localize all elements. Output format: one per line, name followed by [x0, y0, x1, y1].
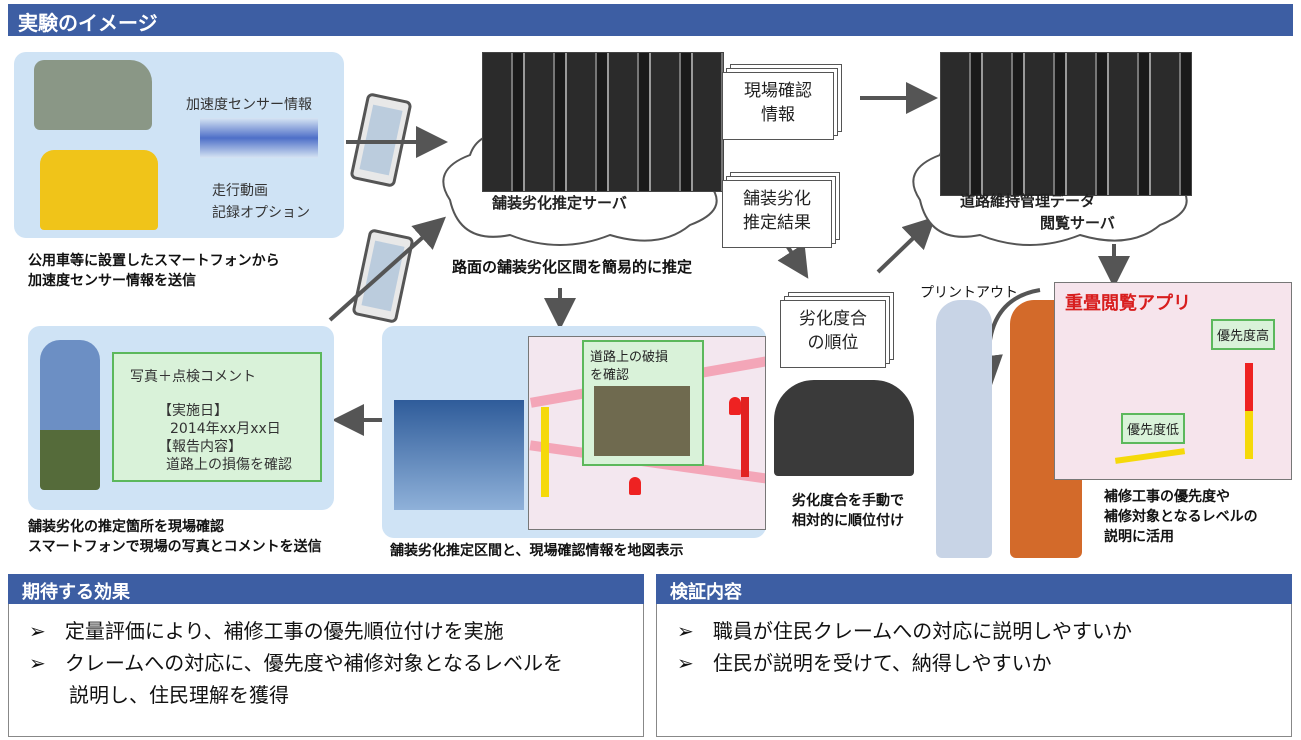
vehicle-caption-1: 公用車等に設置したスマートフォンから — [28, 253, 280, 269]
priority-high-segment — [1245, 363, 1253, 459]
app-title: 重畳閲覧アプリ — [1065, 293, 1191, 314]
overlay-app-screen: 重畳閲覧アプリ 優先度高 優先度低 — [1054, 282, 1292, 480]
accel-signal-image — [200, 118, 318, 158]
inspector-image — [40, 340, 100, 490]
inspection-card: 写真＋点検コメント 【実施日】 2014年xx月xx日 【報告内容】 道路上の損… — [112, 352, 322, 482]
verification-title: 検証内容 — [670, 582, 742, 603]
usage-caption-1: 補修工事の優先度や — [1104, 489, 1230, 505]
server-right-label-1: 道路維持管理データ — [960, 192, 1096, 210]
doc-estimate-line1: 舗装劣化 — [743, 189, 811, 209]
map-segment-red — [741, 397, 749, 477]
priority-low-badge: 優先度低 — [1121, 413, 1191, 444]
staff-image — [936, 300, 992, 558]
map-pin-icon — [629, 477, 641, 495]
server-rack-left — [482, 52, 724, 192]
doc-site-info-line2: 情報 — [761, 105, 795, 125]
inspection-card-title: 写真＋点検コメント — [130, 369, 256, 385]
priority-high-badge: 優先度高 — [1211, 319, 1281, 350]
van-image — [34, 60, 152, 130]
accel-label: 加速度センサー情報 — [186, 97, 312, 113]
effects-item-text: クレームへの対応に、優先度や補修対象となるレベルを — [64, 651, 564, 675]
doc-estimate-line2: 推定結果 — [743, 213, 811, 233]
effects-title: 期待する効果 — [22, 582, 130, 603]
inspection-report-label: 【報告内容】 — [158, 439, 242, 455]
doc-rank-line2: の順位 — [807, 333, 859, 353]
verification-box: ➢ 職員が住民クレームへの対応に説明しやすいか ➢ 住民が説明を受けて、納得しや… — [656, 604, 1292, 737]
effects-header: 期待する効果 — [8, 574, 644, 604]
video-label-2: 記録オプション — [212, 205, 310, 221]
server-right-label-2: 閲覧サーバ — [1040, 214, 1115, 232]
effects-box: ➢ 定量評価により、補修工事の優先順位付けを実施 ➢ クレームへの対応に、優先度… — [8, 604, 644, 737]
map-pin-icon — [729, 397, 741, 415]
inspection-report-value: 道路上の損傷を確認 — [166, 457, 292, 473]
map-callout-line2: を確認 — [590, 368, 630, 383]
priority-high-label: 優先度高 — [1211, 319, 1276, 350]
damage-photo — [594, 386, 690, 456]
usage-caption-3: 説明に活用 — [1104, 529, 1174, 545]
page-title: 実験のイメージ — [18, 11, 158, 35]
inspection-date-label: 【実施日】 — [158, 403, 228, 419]
server-left-label: 舗装劣化推定サーバ — [492, 194, 627, 212]
inspection-caption-1: 舗装劣化の推定箇所を現場確認 — [28, 519, 224, 535]
map-callout: 道路上の破損 を確認 — [582, 340, 704, 466]
operator-caption-1: 劣化度合を手動で — [792, 493, 904, 509]
doc-rank: 劣化度合 の順位 — [780, 300, 886, 368]
verification-item: ➢ 住民が説明を受けて、納得しやすいか — [677, 651, 1052, 675]
doc-site-info-line1: 現場確認 — [744, 81, 812, 101]
doc-estimate: 舗装劣化 推定結果 — [722, 180, 832, 248]
priority-low-segment — [1114, 448, 1186, 464]
map-caption: 舗装劣化推定区間と、現場確認情報を地図表示 — [390, 543, 684, 559]
effects-item: ➢ 定量評価により、補修工事の優先順位付けを実施 — [29, 619, 504, 643]
header-bar: 実験のイメージ — [8, 4, 1293, 36]
arrow-phone-to-server — [328, 216, 446, 322]
server-rack-right — [940, 52, 1192, 196]
inspection-date-value: 2014年xx月xx日 — [170, 421, 281, 437]
operator-image — [774, 380, 914, 476]
verification-item-text: 職員が住民クレームへの対応に説明しやすいか — [712, 619, 1133, 643]
office-image — [394, 400, 524, 510]
map-segment-yellow — [541, 407, 549, 497]
effects-item: ➢ クレームへの対応に、優先度や補修対象となるレベルを — [29, 651, 564, 675]
effects-item-text: 定量評価により、補修工事の優先順位付けを実施 — [64, 619, 504, 643]
video-label-1: 走行動画 — [212, 183, 268, 199]
doc-rank-line1: 劣化度合 — [799, 309, 867, 329]
verification-item: ➢ 職員が住民クレームへの対応に説明しやすいか — [677, 619, 1133, 643]
doc-site-info: 現場確認 情報 — [722, 72, 834, 140]
verification-item-text: 住民が説明を受けて、納得しやすいか — [712, 651, 1052, 675]
priority-low-label: 優先度低 — [1121, 413, 1186, 444]
map-callout-line1: 道路上の破損 — [590, 350, 669, 365]
estimate-caption: 路面の舗装劣化区間を簡易的に推定 — [452, 258, 693, 276]
taxi-image — [40, 150, 158, 230]
verification-header: 検証内容 — [656, 574, 1292, 604]
usage-caption-2: 補修対象となるレベルの — [1104, 509, 1258, 525]
operator-caption-2: 相対的に順位付け — [792, 513, 904, 529]
vehicle-caption-2: 加速度センサー情報を送信 — [28, 273, 196, 289]
effects-item-continued: 説明し、住民理解を獲得 — [69, 683, 289, 707]
printout-label: プリントアウト — [920, 285, 1018, 301]
inspection-caption-2: スマートフォンで現場の写真とコメントを送信 — [28, 539, 322, 555]
arrow-rank-to-server — [876, 216, 936, 274]
arrow-to-rank — [777, 242, 809, 279]
